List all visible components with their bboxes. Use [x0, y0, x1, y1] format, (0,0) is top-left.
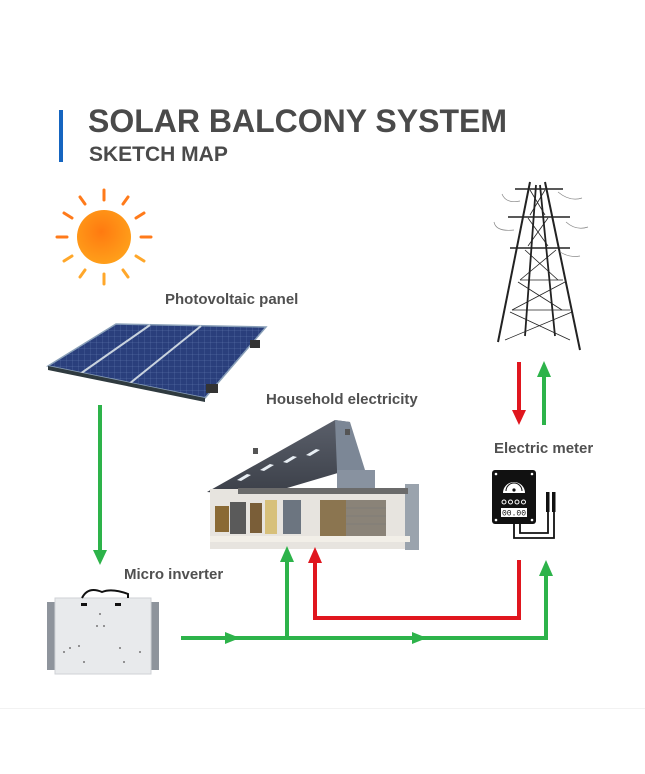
bottom-divider	[0, 708, 645, 709]
arrow-panel-to-inverter	[93, 405, 107, 565]
arrow-grid-to-meter	[512, 362, 526, 425]
title-accent-bar	[59, 110, 63, 162]
electric-meter-icon: 00.00	[492, 470, 556, 539]
arrow-meter-to-house	[308, 547, 521, 620]
sun-icon	[55, 188, 153, 286]
flow-arrows	[93, 361, 553, 644]
meter-display: 00.00	[502, 510, 526, 519]
household-electricity-label: Household electricity	[266, 391, 418, 408]
electric-meter-label: Electric meter	[494, 440, 594, 457]
inverter-icon	[47, 589, 159, 675]
photovoltaic-panel-label: Photovoltaic panel	[165, 291, 299, 308]
solar-panel-icon	[45, 323, 268, 402]
arrow-bus-to-meter	[539, 560, 553, 640]
house-icon	[207, 420, 419, 550]
arrow-bus-to-house	[280, 546, 294, 638]
arrow-inverter-to-bus	[181, 632, 548, 644]
micro-inverter-label: Micro inverter	[124, 566, 224, 583]
diagram-subtitle: SKETCH MAP	[89, 143, 228, 166]
arrow-meter-to-grid	[537, 361, 551, 425]
transmission-tower-icon	[493, 181, 589, 351]
diagram-title: SOLAR BALCONY SYSTEM	[88, 103, 507, 139]
